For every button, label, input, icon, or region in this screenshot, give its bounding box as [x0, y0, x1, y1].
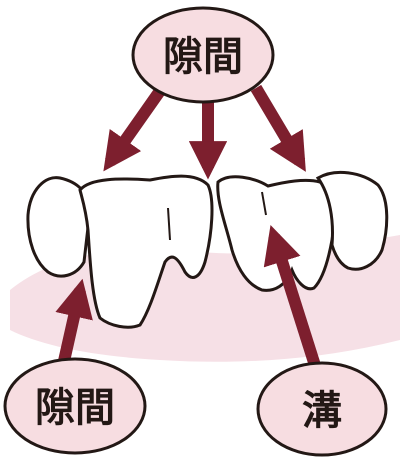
arrow-top-left [110, 88, 162, 162]
label-bottom-right-text: 溝 [302, 388, 342, 434]
label-bottom-left-text: 隙間 [35, 385, 115, 431]
label-bottom-right: 溝 [258, 363, 386, 455]
label-top-text: 隙間 [163, 34, 243, 80]
label-bottom-left: 隙間 [5, 359, 145, 453]
arrow-top-right [256, 88, 300, 162]
label-top: 隙間 [133, 8, 273, 102]
